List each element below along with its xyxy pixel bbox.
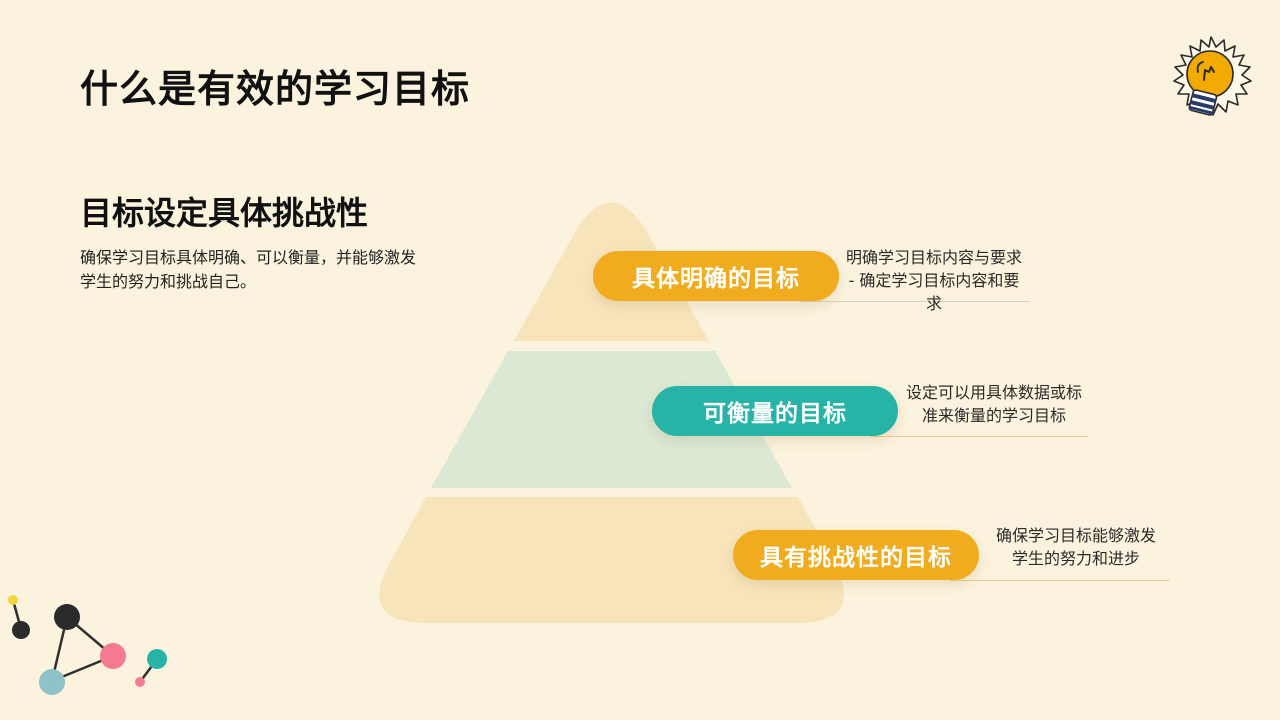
level-3-underline [950,580,1170,581]
level-3-label: 具有挑战性的目标 [760,545,952,571]
slide-title: 什么是有效的学习目标 [80,67,471,111]
level-2-underline [870,436,1088,437]
level-1-pill: 具体明确的目标 [593,251,839,301]
section-heading: 目标设定具体挑战性 [80,194,369,232]
section-description: 确保学习目标具体明确、可以衡量，并能够激发学生的努力和挑战自己。 [80,248,417,291]
molecule-icon [8,595,167,695]
lightbulb-icon [1173,36,1252,116]
level-2-description: 设定可以用具体数据或标准来衡量的学习目标 [906,383,1083,425]
level-3-pill: 具有挑战性的目标 [733,530,979,580]
level-1-label: 具体明确的目标 [632,266,800,292]
level-2-label: 可衡量的目标 [703,401,847,427]
pyramid-middle-tier [431,351,792,488]
level-2-pill: 可衡量的目标 [652,386,898,436]
level-1-underline [800,301,1030,302]
level-1-description: 明确学习目标内容与要求 - 确定学习目标内容和要求 [846,248,1023,313]
pyramid-bottom-tier [379,497,844,623]
level-3-description: 确保学习目标能够激发学生的努力和进步 [995,526,1156,568]
